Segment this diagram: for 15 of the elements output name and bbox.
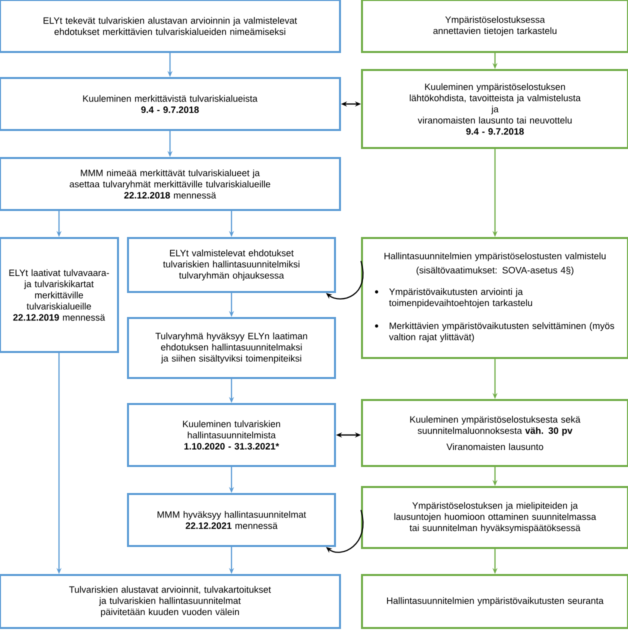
process-box: ELYt tekevät tulvariskien alustavan arvioinnin ja valmistelevat ehdotukset merkittävien tulvariskialueiden nimeämiseksi: [0, 0, 341, 53]
process-box: Kuuleminen tulvariskien hallintasuunnitelmista 1.10.2020 - 31.3.2021*: [127, 403, 336, 467]
process-box: Ympäristöselostuksessa annettavien tietojen tarkastelu: [361, 0, 628, 53]
process-box: Kuuleminen ympäristöselostuksen lähtökohdista, tavoitteista ja valmistelusta ja viranomaisten lausunto tai neuvottelu 9.4 - 9.7.2018: [361, 69, 628, 149]
process-box: MMM nimeää merkittävät tulvariskialueet ja asettaa tulvaryhmät merkittäville tulvariskialueille 22.12.2018 mennessä: [0, 157, 341, 211]
process-box: MMM hyväksyy hallintasuunnitelmat 22.12.2021 mennessä: [127, 493, 336, 547]
process-box: Kuuleminen ympäristöselostuksesta sekä suunnitelmaluonnoksesta väh. 30 pv Viranomaisten lausunto: [361, 399, 628, 467]
process-box: Ympäristöselostuksen ja mielipiteiden ja lausuntojen huomioon ottaminen suunnitelmassa tai suunnitelman hyväksymispäätöksessä: [361, 486, 628, 549]
process-box: Kuuleminen merkittävistä tulvariskialueista 9.4 - 9.7.2018: [0, 77, 341, 131]
process-box: Tulvaryhmä hyväksyy ELYn laatiman ehdotuksen hallintasuunnitelmaksi ja siihen sisältyviksi toimenpiteiksi: [127, 317, 336, 379]
process-box: ELYt valmistelevat ehdotukset tulvariskien hallintasuunnitelmiksi tulvaryhmän ohjauksessa: [127, 237, 336, 293]
process-box: ELYt laativat tulvavaara- ja tulvariskikartat merkittäville tulvariskialueille 22.12.2019 mennessä: [0, 237, 119, 353]
process-box: Tulvariskien alustavat arvioinnit, tulvakartoitukset ja tulvariskien hallintasuunnitelmat päivitetään kuuden vuoden välein: [0, 574, 341, 629]
process-box: Hallintasuunnitelmien ympäristöselostusten valmistelu (sisältövaatimukset: SOVA-asetus 4§) Ympäristövaikutusten arviointi ja toimenpidevaihtoehtojen tarkastelu Merkittävien ympäristövaikutusten selvittäminen (myös valtion rajat ylittävät): [361, 237, 628, 359]
process-box: Hallintasuunnitelmien ympäristövaikutusten seuranta: [361, 574, 628, 629]
